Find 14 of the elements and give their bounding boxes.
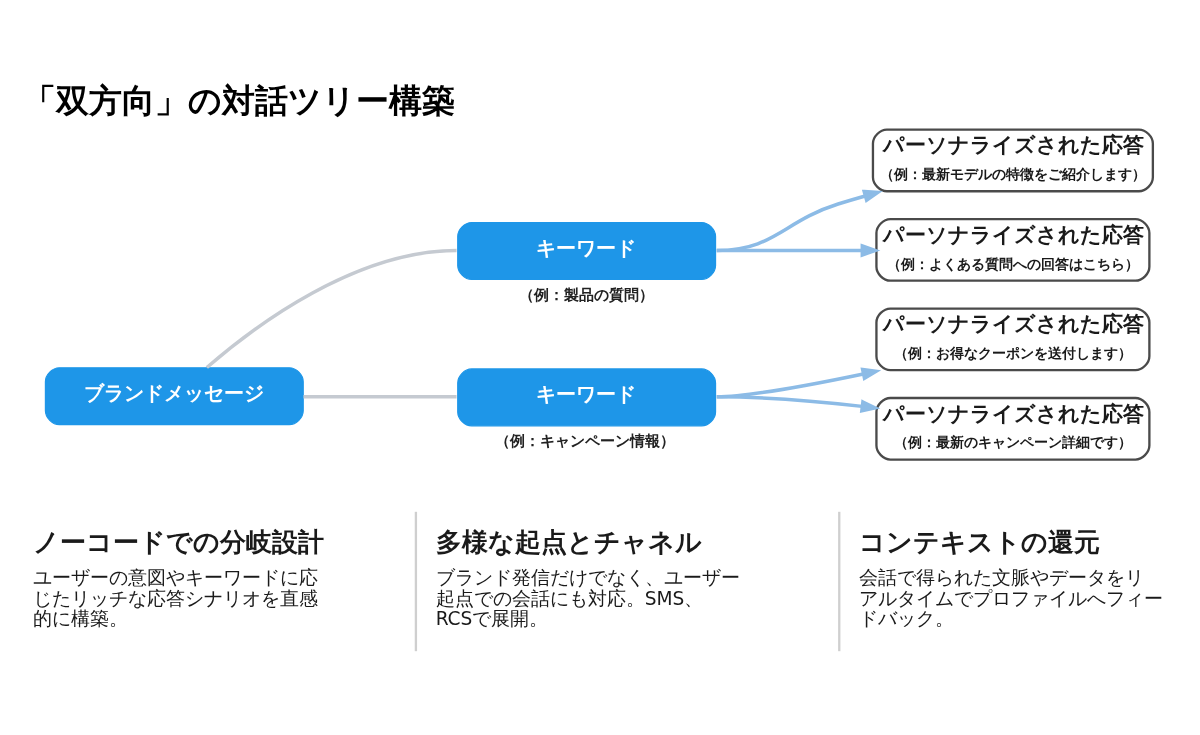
- connector: [205, 248, 457, 369]
- arrow: [716, 243, 881, 258]
- arrow: [716, 189, 883, 253]
- connector: [303, 395, 457, 399]
- label: ノーコードでの分岐設計: [32, 526, 324, 557]
- label: ブランド発信だけでなく、ユーザー起点での会話にも対応。SMS、RCSで展開。: [435, 566, 740, 630]
- label: コンテキストの還元: [859, 526, 1101, 557]
- node-label: （例：キャンペーン情報）: [495, 432, 676, 451]
- diagram-title: 「双方向」の対話ツリー構築: [22, 82, 455, 121]
- label: 多様な起点とチャネル: [435, 526, 702, 557]
- label: 会話で得られた文脈やデータをリアルタイムでプロファイルへフィードバック。: [859, 566, 1164, 630]
- label: ユーザーの意図やキーワードに応じたリッチな応答シナリオを直感的に構築。: [32, 566, 318, 630]
- node-label: （例：製品の質問）: [519, 285, 655, 304]
- arrow: [716, 395, 881, 414]
